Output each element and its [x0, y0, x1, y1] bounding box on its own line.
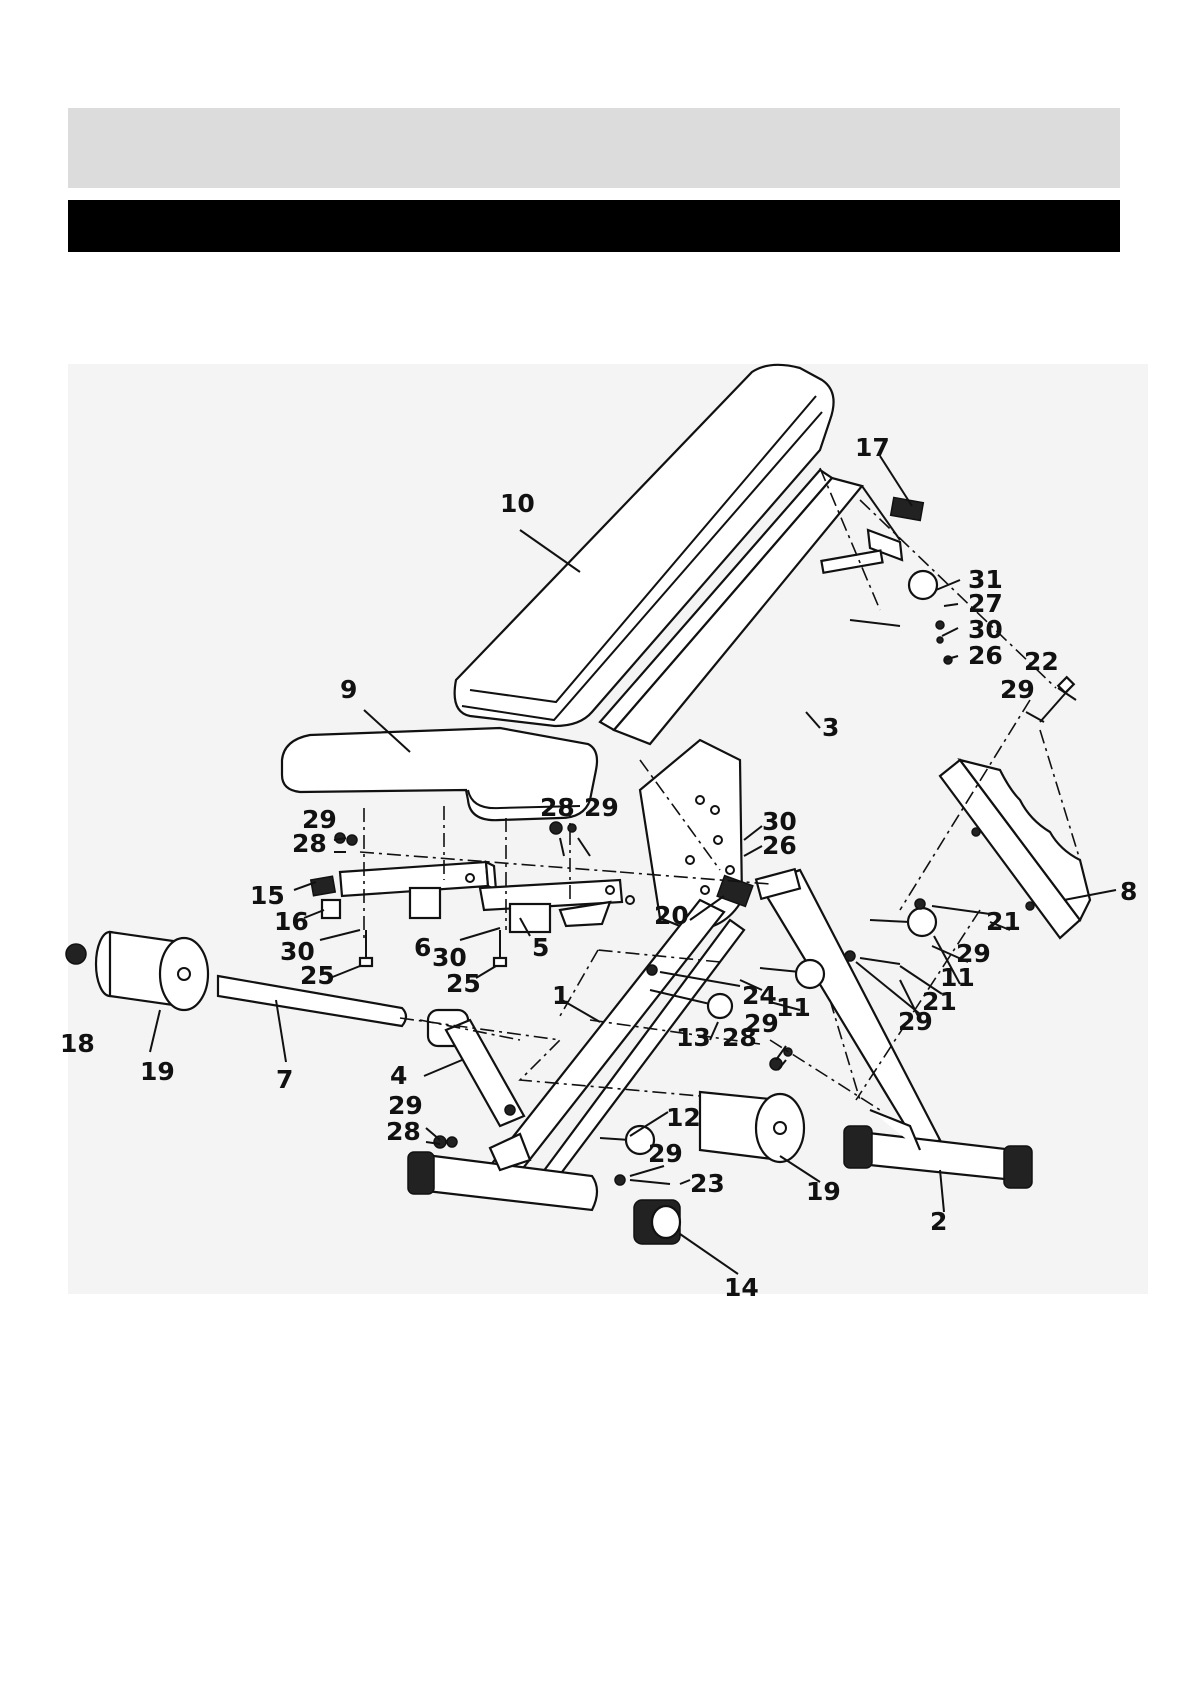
part-label: 3: [822, 713, 839, 742]
part-label: 21: [986, 907, 1021, 936]
part-label: 25: [300, 961, 335, 990]
part-label: 29: [898, 1007, 933, 1036]
part-label: 9: [340, 675, 357, 704]
part-label: 29: [744, 1009, 779, 1038]
part-label: 22: [1024, 647, 1059, 676]
part-label: 19: [140, 1057, 175, 1086]
part-label: 14: [724, 1273, 759, 1302]
part-label: 6: [414, 933, 431, 962]
part-label: 28: [540, 793, 575, 822]
part-label: 12: [666, 1103, 701, 1132]
part-label: 26: [762, 831, 797, 860]
part-label: 2: [930, 1207, 947, 1236]
part-label: 5: [532, 933, 549, 962]
part-label: 7: [276, 1065, 293, 1094]
part-label: 16: [274, 907, 309, 936]
part-label: 4: [390, 1061, 407, 1090]
part-label: 15: [250, 881, 285, 910]
part-label: 30: [432, 943, 467, 972]
part-label: 18: [60, 1029, 95, 1058]
part-label: 29: [584, 793, 619, 822]
part-label: 19: [806, 1177, 841, 1206]
part-label: 29: [648, 1139, 683, 1168]
part-label: 28: [292, 829, 327, 858]
part-label: 17: [855, 433, 890, 462]
part-label: 11: [776, 993, 811, 1022]
part-label: 1: [552, 981, 569, 1010]
part-label: 24: [742, 981, 777, 1010]
part-label: 29: [1000, 675, 1035, 704]
part-label: 8: [1120, 877, 1137, 906]
part-label: 23: [690, 1169, 725, 1198]
part-label: 27: [968, 589, 1003, 618]
part-label: 20: [654, 901, 689, 930]
part-label: 10: [500, 489, 535, 518]
bench-drawing: [66, 365, 1090, 1244]
part-label: 25: [446, 969, 481, 998]
part-label: 28: [386, 1117, 421, 1146]
part-label: 30: [968, 615, 1003, 644]
part-label: 26: [968, 641, 1003, 670]
part-label: 29: [388, 1091, 423, 1120]
part-label: 13: [676, 1023, 711, 1052]
